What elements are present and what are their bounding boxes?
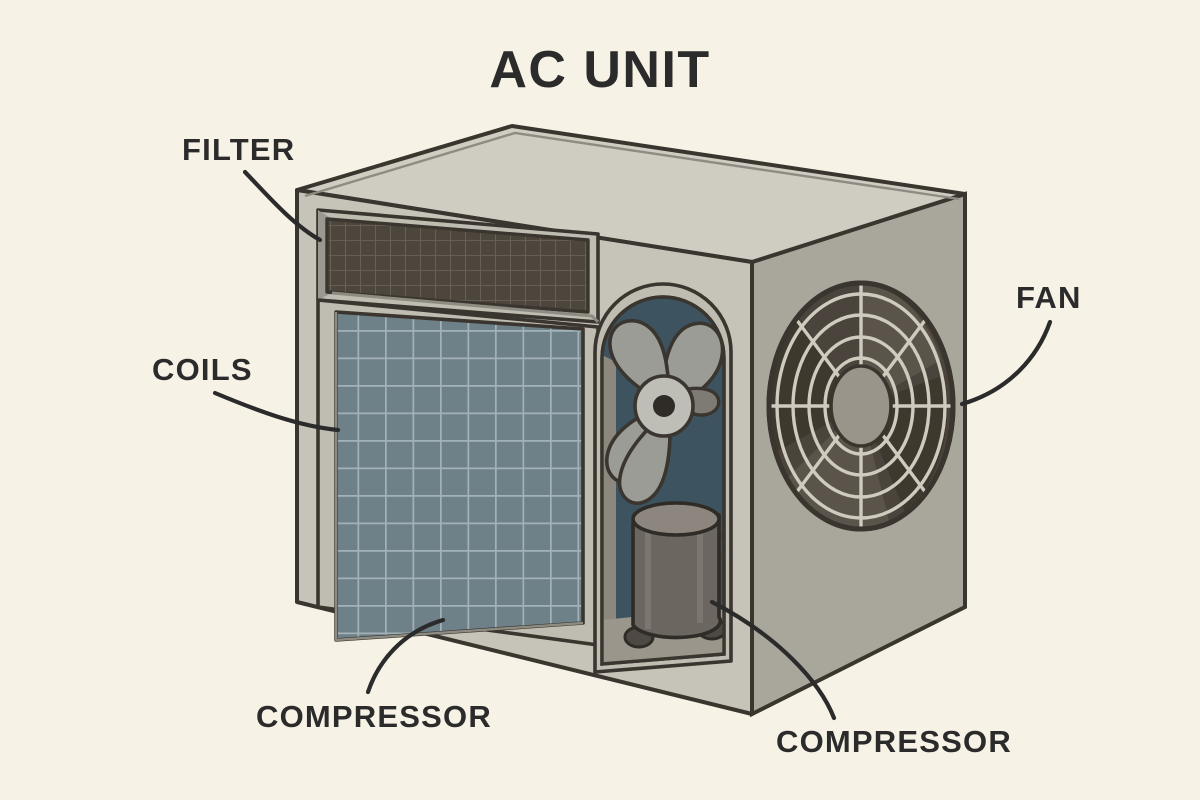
compressor-top-cap — [631, 501, 721, 537]
coils-frame-highlight — [334, 312, 584, 642]
label-compressor-right: COMPRESSOR — [776, 724, 1012, 759]
callout-compressor-left: COMPRESSOR — [256, 617, 492, 734]
cabinet-top-inner-edge — [304, 131, 960, 201]
callout-coils: COILS — [152, 352, 341, 433]
interior-blower-fan — [605, 318, 724, 506]
callout-compressor-right: COMPRESSOR — [709, 599, 1012, 759]
coils-grid — [336, 312, 583, 640]
leader-line-filter — [242, 169, 323, 243]
interior-compartment — [593, 282, 733, 674]
callout-fan: FAN — [959, 280, 1082, 407]
ac-unit-cabinet — [295, 124, 967, 718]
filter-bottom-lip — [331, 291, 600, 324]
fan-grille-outer-ring-restroke — [766, 280, 956, 532]
coils-panel-assembly — [316, 298, 600, 647]
recess-left-wall-shade — [602, 352, 616, 664]
fan-grille-hub — [829, 364, 893, 448]
leader-line-coils — [212, 390, 341, 433]
fan-hub-inner — [653, 395, 675, 417]
compressor-cylinder — [623, 501, 724, 649]
compartment-recess-outline — [600, 295, 726, 666]
condenser-fan-grille — [766, 280, 956, 532]
label-filter: FILTER — [182, 132, 295, 167]
leader-line-compressor-left — [365, 617, 446, 695]
callout-filter: FILTER — [182, 132, 323, 243]
label-coils: COILS — [152, 352, 253, 387]
filter-grille-assembly — [316, 208, 600, 324]
label-compressor-left: COMPRESSOR — [256, 699, 492, 734]
page-title: AC UNIT — [489, 41, 710, 99]
leader-line-fan — [959, 319, 1053, 407]
leader-line-compressor-right — [709, 599, 837, 721]
filter-mesh-outline — [325, 217, 590, 314]
compressor-body-highlight — [645, 519, 703, 629]
label-fan: FAN — [1016, 280, 1082, 315]
